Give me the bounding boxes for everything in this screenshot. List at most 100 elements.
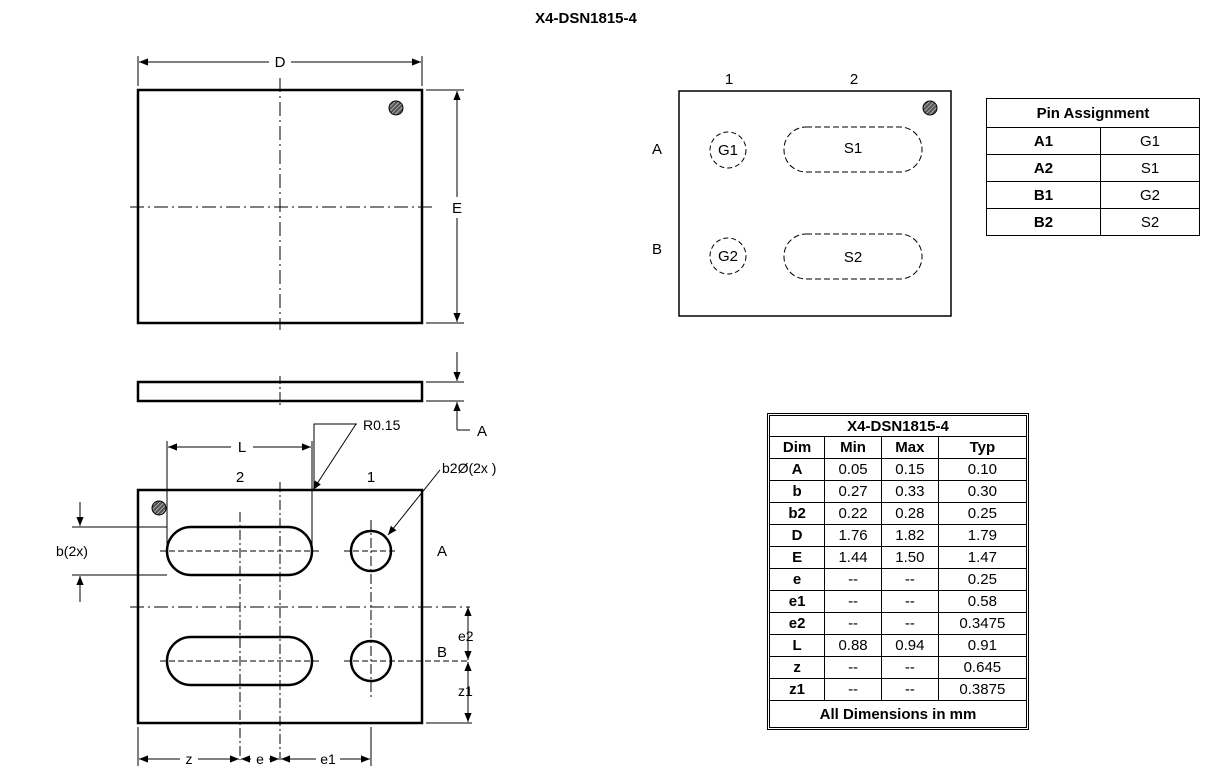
row-label-b: B — [437, 644, 447, 661]
dim-table-header-row: Dim Min Max Typ — [768, 436, 1028, 459]
table-row: z----0.645 — [768, 656, 1028, 679]
pin-pad-label-s1: S1 — [844, 140, 862, 157]
dim-label-b2: b2Ø(2x ) — [442, 460, 496, 476]
pin-pad-s1 — [783, 126, 923, 173]
pin-pad-label-g2: G2 — [718, 248, 738, 265]
dim-value-cell: 0.05 — [824, 458, 882, 481]
dim-label-z1: z1 — [458, 683, 473, 699]
dim-name-cell: z — [768, 656, 826, 679]
dim-name-cell: z1 — [768, 678, 826, 701]
dim-name-cell: b2 — [768, 502, 826, 525]
dim-value-cell: 1.82 — [880, 524, 939, 547]
dim-value-cell: 0.15 — [880, 458, 939, 481]
pin1-marker-icon — [388, 100, 404, 116]
column-header: Dim — [768, 436, 826, 459]
dim-label-d: D — [275, 54, 286, 71]
table-row: e----0.25 — [768, 568, 1028, 591]
dim-value-cell: -- — [880, 590, 939, 613]
pin-view: 1 2 A B G1 S1 G2 S2 — [652, 71, 952, 317]
table-row: A1 G1 — [986, 127, 1200, 155]
pin-row-label-b: B — [652, 241, 662, 258]
dim-value-cell: 0.25 — [937, 502, 1028, 525]
dim-value-cell: -- — [824, 678, 882, 701]
col-label-2: 2 — [236, 469, 244, 486]
drawing-title: X4-DSN1815-4 — [535, 10, 637, 27]
dim-label-a: A — [477, 423, 487, 440]
dim-value-cell: 0.27 — [824, 480, 882, 503]
table-row: A2 S1 — [986, 154, 1200, 182]
dim-label-r: R0.15 — [363, 417, 401, 433]
dim-name-cell: A — [768, 458, 826, 481]
table-row: z1----0.3875 — [768, 678, 1028, 701]
dim-value-cell: -- — [880, 612, 939, 635]
dim-value-cell: 0.28 — [880, 502, 939, 525]
column-header: Min — [824, 436, 882, 459]
dim-name-cell: E — [768, 546, 826, 569]
dim-name-cell: e1 — [768, 590, 826, 613]
dim-label-e1: e1 — [320, 751, 336, 767]
pin-name-cell: S1 — [1100, 154, 1200, 182]
dim-name-cell: D — [768, 524, 826, 547]
dim-value-cell: 0.10 — [937, 458, 1028, 481]
dim-value-cell: 0.30 — [937, 480, 1028, 503]
pin1-marker-icon — [151, 500, 167, 516]
pin-id-cell: B1 — [986, 181, 1101, 209]
pin-pad-g2 — [709, 237, 747, 275]
dim-table-footer: All Dimensions in mm — [769, 700, 1027, 728]
dim-value-cell: -- — [824, 590, 882, 613]
dim-value-cell: -- — [880, 678, 939, 701]
pin-name-cell: S2 — [1100, 208, 1200, 236]
dim-value-cell: 1.47 — [937, 546, 1028, 569]
pin-id-cell: A2 — [986, 154, 1101, 182]
table-row: e1----0.58 — [768, 590, 1028, 613]
dim-table-footer-row: All Dimensions in mm — [769, 700, 1027, 728]
dim-value-cell: 1.79 — [937, 524, 1028, 547]
dim-value-cell: 1.76 — [824, 524, 882, 547]
pin-id-cell: B2 — [986, 208, 1101, 236]
dim-value-cell: 0.94 — [880, 634, 939, 657]
dim-value-cell: 0.645 — [937, 656, 1028, 679]
dim-value-cell: 0.3875 — [937, 678, 1028, 701]
pin-pad-label-s2: S2 — [844, 249, 862, 266]
pin-row-label-a: A — [652, 141, 662, 158]
top-view: D E — [130, 54, 464, 330]
pin-name-cell: G1 — [1100, 127, 1200, 155]
pin-table-header-row: Pin Assignment — [986, 98, 1200, 128]
dim-name-cell: b — [768, 480, 826, 503]
dim-value-cell: 0.91 — [937, 634, 1028, 657]
col-label-1: 1 — [367, 469, 375, 486]
pin-col-label-1: 1 — [725, 71, 733, 88]
dim-value-cell: 0.33 — [880, 480, 939, 503]
pin1-marker-icon — [922, 100, 938, 116]
dim-value-cell: 0.25 — [937, 568, 1028, 591]
dim-name-cell: e2 — [768, 612, 826, 635]
dim-value-cell: -- — [824, 612, 882, 635]
dim-label-e: E — [452, 200, 462, 217]
dim-value-cell: 0.3475 — [937, 612, 1028, 635]
column-header: Max — [880, 436, 939, 459]
pin-id-cell: A1 — [986, 127, 1101, 155]
dim-value-cell: 1.44 — [824, 546, 882, 569]
dim-label-e2: e2 — [458, 628, 474, 644]
dim-table-caption-row: X4-DSN1815-4 — [769, 415, 1027, 437]
pin-assignment-table: Pin Assignment A1 G1 A2 S1 B1 G2 B2 S2 — [986, 98, 1200, 236]
pin-pad-s2 — [783, 233, 923, 280]
pin-view-body — [678, 90, 952, 317]
table-row: e2----0.3475 — [768, 612, 1028, 635]
pin-table-header: Pin Assignment — [986, 98, 1200, 128]
dim-value-cell: 0.22 — [824, 502, 882, 525]
column-header: Typ — [937, 436, 1028, 459]
dim-value-cell: -- — [824, 568, 882, 591]
table-row: B1 G2 — [986, 181, 1200, 209]
dim-value-cell: -- — [880, 656, 939, 679]
pad-s2 — [165, 635, 314, 687]
dim-value-cell: 0.88 — [824, 634, 882, 657]
dim-name-cell: e — [768, 568, 826, 591]
